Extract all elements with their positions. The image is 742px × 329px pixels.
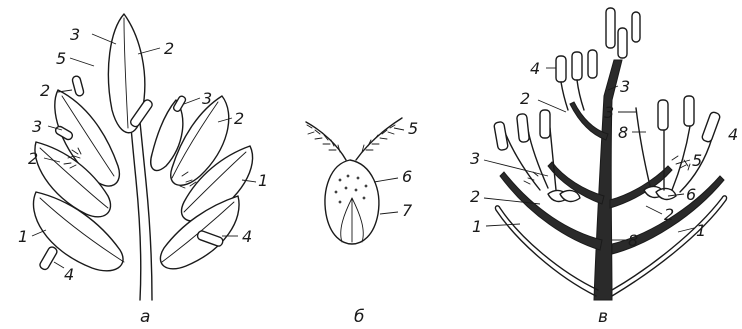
panel-b-caption: б bbox=[354, 307, 364, 327]
label: 8 bbox=[618, 123, 628, 142]
panel-c-anther bbox=[556, 56, 566, 82]
label: 2 bbox=[470, 187, 480, 206]
label: 2 bbox=[234, 109, 244, 128]
panel-a-caption: а bbox=[140, 307, 150, 327]
panel-c-anther bbox=[701, 111, 721, 143]
label: 7 bbox=[402, 201, 413, 220]
label: 2 bbox=[28, 149, 38, 168]
label: 3 bbox=[202, 89, 212, 108]
panel-b-stigma bbox=[356, 118, 402, 160]
label: 2 bbox=[164, 39, 174, 58]
panel-c-anther bbox=[606, 8, 615, 48]
panel-c-scheme: 4 3 2 3 8 3 4 5 6 2 2 1 1 8 в bbox=[470, 8, 738, 327]
label: 5 bbox=[408, 119, 418, 138]
panel-c-branch bbox=[610, 166, 672, 208]
panel-b-ovary: 5 6 7 б bbox=[306, 118, 418, 327]
label: 3 bbox=[470, 149, 480, 168]
label: 2 bbox=[664, 205, 674, 224]
label: 4 bbox=[242, 227, 252, 246]
label: 5 bbox=[692, 151, 702, 170]
panel-c-branch bbox=[500, 172, 602, 250]
panel-c-anther bbox=[494, 121, 509, 150]
label: 3 bbox=[70, 25, 80, 44]
label: 2 bbox=[520, 89, 530, 108]
label: 3 bbox=[620, 77, 630, 96]
label: 4 bbox=[728, 125, 738, 144]
panel-c-anther bbox=[572, 52, 582, 80]
label: 1 bbox=[258, 171, 268, 190]
panel-a-spikelet: 3 2 5 2 3 3 2 2 1 1 4 4 а bbox=[18, 14, 268, 327]
label: 4 bbox=[530, 59, 540, 78]
panel-c-caption: в bbox=[598, 307, 608, 327]
label: 6 bbox=[402, 167, 412, 186]
panel-a-anther bbox=[72, 75, 85, 96]
panel-c-axis bbox=[594, 60, 622, 300]
label: 5 bbox=[56, 49, 66, 68]
panel-c-anther bbox=[588, 50, 597, 78]
label: 4 bbox=[64, 265, 74, 284]
label: 3 bbox=[32, 117, 42, 136]
panel-c-anther bbox=[517, 114, 530, 143]
panel-c-anther bbox=[540, 110, 550, 138]
label: 1 bbox=[696, 221, 706, 240]
label: 3 bbox=[604, 103, 614, 122]
panel-c-lodicule bbox=[656, 189, 676, 200]
panel-a-anther bbox=[39, 246, 59, 271]
panel-c-anther bbox=[658, 100, 668, 130]
label: 8 bbox=[628, 231, 638, 250]
panel-c-anther bbox=[684, 96, 694, 126]
label: 1 bbox=[472, 217, 482, 236]
label: 1 bbox=[18, 227, 28, 246]
panel-c-anther bbox=[618, 28, 627, 58]
panel-c-anther bbox=[632, 12, 640, 42]
label: 6 bbox=[686, 185, 696, 204]
label: 2 bbox=[40, 81, 50, 100]
